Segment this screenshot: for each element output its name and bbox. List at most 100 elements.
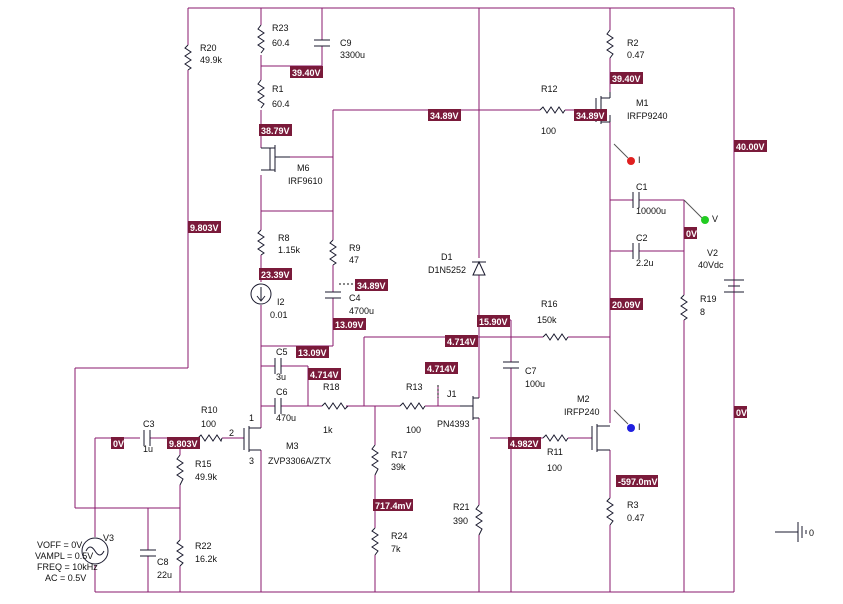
- resistor-r10-symbol: [197, 434, 223, 443]
- svg-text:38.79V: 38.79V: [261, 126, 290, 136]
- capacitor-c5-symbol: [274, 358, 282, 374]
- voltage-tag: 717.4mV: [373, 499, 413, 511]
- r8-val: 1.15k: [278, 245, 301, 255]
- component-symbols: [81, 24, 807, 567]
- voltage-tag: 4.714V: [425, 362, 458, 374]
- resistor-r9-symbol: [329, 239, 337, 266]
- voltage-tag: 15.90V: [477, 315, 510, 327]
- capacitor-c1-symbol: [632, 192, 640, 208]
- capacitor-c9-symbol: [314, 39, 330, 47]
- j1-ref: J1: [447, 389, 457, 399]
- i2-ref: I2: [277, 297, 285, 307]
- c9-ref: C9: [340, 38, 352, 48]
- resistor-r21-symbol: [475, 504, 483, 536]
- r12-ref: R12: [541, 84, 558, 94]
- r22-val: 16.2k: [195, 554, 218, 564]
- voltage-marker-out[interactable]: V: [683, 199, 718, 224]
- r3-ref: R3: [627, 500, 639, 510]
- svg-text:0V: 0V: [686, 229, 697, 239]
- resistor-r23-symbol: [257, 24, 265, 54]
- voltage-tag: 39.40V: [290, 66, 323, 78]
- r23-val: 60.4: [272, 38, 290, 48]
- c5-ref: C5: [276, 347, 288, 357]
- voltage-marker-out-label: V: [712, 214, 718, 224]
- v2-ref: V2: [707, 248, 718, 258]
- sine-source-v3-symbol: [81, 537, 109, 565]
- r12-val: 100: [541, 126, 556, 136]
- r16-ref: R16: [541, 299, 558, 309]
- v2-val: 40Vdc: [698, 260, 724, 270]
- r15-ref: R15: [195, 459, 212, 469]
- r17-val: 39k: [391, 462, 406, 472]
- m3-ref: M3: [286, 441, 299, 451]
- r11-val: 100: [547, 463, 562, 473]
- r20-val: 49.9k: [200, 55, 223, 65]
- v3-ref: V3: [103, 533, 114, 543]
- resistor-r13-symbol: [399, 402, 426, 410]
- current-marker-m2[interactable]: I: [613, 409, 641, 432]
- svg-text:34.89V: 34.89V: [430, 111, 459, 121]
- r23-ref: R23: [272, 23, 289, 33]
- svg-text:15.90V: 15.90V: [479, 317, 508, 327]
- resistor-r16-symbol: [542, 333, 569, 341]
- svg-text:9.803V: 9.803V: [190, 223, 219, 233]
- r21-val: 390: [453, 516, 468, 526]
- svg-text:39.40V: 39.40V: [612, 74, 641, 84]
- m1-ref: M1: [636, 98, 649, 108]
- svg-text:20.09V: 20.09V: [612, 300, 641, 310]
- resistor-r18-symbol: [321, 402, 349, 410]
- r18-ref: R18: [323, 382, 340, 392]
- resistor-r15-symbol: [176, 454, 184, 486]
- v3-param-voff: VOFF = 0V: [37, 540, 82, 550]
- resistor-r19-symbol: [680, 294, 688, 321]
- voltage-tag: 13.09V: [333, 318, 366, 330]
- voltage-tag: 34.89V: [355, 279, 388, 291]
- r16-val: 150k: [537, 315, 557, 325]
- component-labels: R20 49.9k R23 60.4 C9 3300u R1 60.4 M6 I…: [35, 23, 814, 583]
- resistor-r8-symbol: [257, 229, 265, 256]
- r1-val: 60.4: [272, 99, 290, 109]
- r19-val: 8: [700, 307, 705, 317]
- c2-val: 2.2u: [636, 258, 654, 268]
- v3-param-freq: FREQ = 10kHz: [37, 562, 98, 572]
- svg-text:4.982V: 4.982V: [510, 439, 539, 449]
- zener-d1-symbol: [472, 260, 486, 276]
- voltage-tags: 39.40V 38.79V 34.89V 34.89V 39.40V 40.00…: [111, 66, 767, 511]
- resistor-r24-symbol: [371, 527, 379, 556]
- r15-val: 49.9k: [195, 472, 218, 482]
- svg-text:4.714V: 4.714V: [427, 364, 456, 374]
- c1-ref: C1: [636, 182, 648, 192]
- r13-ref: R13: [406, 382, 423, 392]
- voltage-tag: 39.40V: [610, 72, 643, 84]
- j1-val: PN4393: [437, 419, 470, 429]
- voltage-tag: 0V: [111, 437, 124, 449]
- r3-val: 0.47: [627, 513, 645, 523]
- voltage-tag: 13.09V: [296, 346, 329, 358]
- jfet-j1-symbol: [460, 396, 479, 420]
- c1-val: 10000u: [636, 206, 666, 216]
- r24-val: 7k: [391, 544, 401, 554]
- svg-text:0V: 0V: [113, 439, 124, 449]
- capacitor-c2-symbol: [632, 243, 640, 259]
- c5-val: 3u: [276, 372, 286, 382]
- c4-val: 4700u: [349, 306, 374, 316]
- v3-param-ac: AC = 0.5V: [45, 573, 86, 583]
- resistor-r12-symbol: [539, 106, 566, 114]
- mosfet-m6-symbol: [261, 145, 290, 172]
- m6-val: IRF9610: [288, 176, 323, 186]
- current-marker-m1[interactable]: I: [613, 143, 641, 165]
- voltage-tag: 40.00V: [734, 140, 767, 152]
- resistor-r20-symbol: [184, 44, 192, 71]
- m3-pin-s: 3: [249, 456, 254, 466]
- r20-ref: R20: [200, 43, 217, 53]
- r18-val: 1k: [323, 425, 333, 435]
- svg-text:34.89V: 34.89V: [576, 111, 605, 121]
- m6-ref: M6: [297, 163, 310, 173]
- d1-val: D1N5252: [428, 265, 466, 275]
- c7-val: 100u: [525, 379, 545, 389]
- c3-val: 1u: [143, 444, 153, 454]
- svg-text:34.89V: 34.89V: [357, 281, 386, 291]
- c9-val: 3300u: [340, 50, 365, 60]
- mosfet-m2-symbol: [591, 424, 610, 452]
